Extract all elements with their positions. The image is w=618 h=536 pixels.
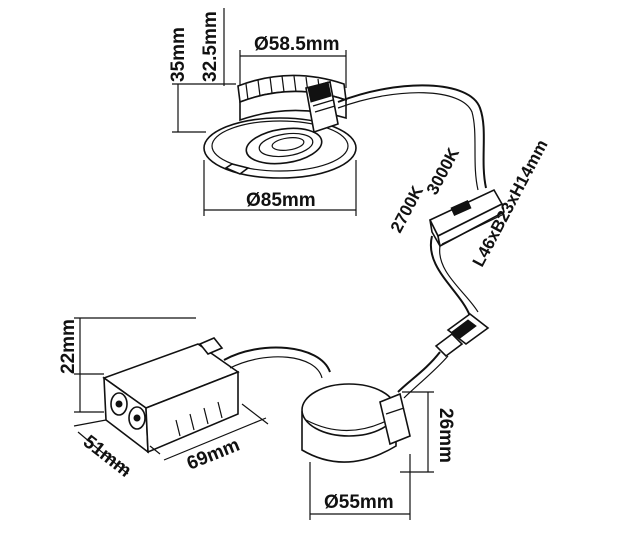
driver-dimension-lines: [309, 391, 434, 520]
terminal-box-width-label: 51mm: [79, 431, 135, 481]
downlight-cutout-diameter-label: Ø58.5mm: [254, 34, 340, 55]
downlight-fixture: [203, 74, 357, 179]
cable-terminal-to-driver: [223, 346, 331, 379]
cct-switch-box: [428, 188, 505, 248]
cct-2700k-label: 2700K: [387, 182, 428, 236]
terminal-box-length-label: 69mm: [184, 435, 243, 475]
terminal-box: [102, 337, 240, 454]
cct-3000k-label: 3000K: [423, 144, 464, 198]
terminal-box-dimension-lines: [73, 317, 269, 475]
cable-to-driver: [397, 235, 490, 399]
driver-unit: [301, 383, 411, 463]
cable-to-switch: [337, 84, 487, 191]
downlight-height-total-label: 35mm: [168, 27, 189, 82]
downlight-dimension-lines: [172, 8, 357, 216]
downlight-outer-diameter-label: Ø85mm: [246, 190, 316, 211]
downlight-height-body-label: 32.5mm: [200, 11, 221, 82]
driver-height-label: 26mm: [435, 408, 456, 463]
driver-diameter-label: Ø55mm: [324, 492, 394, 513]
terminal-box-height-label: 22mm: [58, 319, 79, 374]
